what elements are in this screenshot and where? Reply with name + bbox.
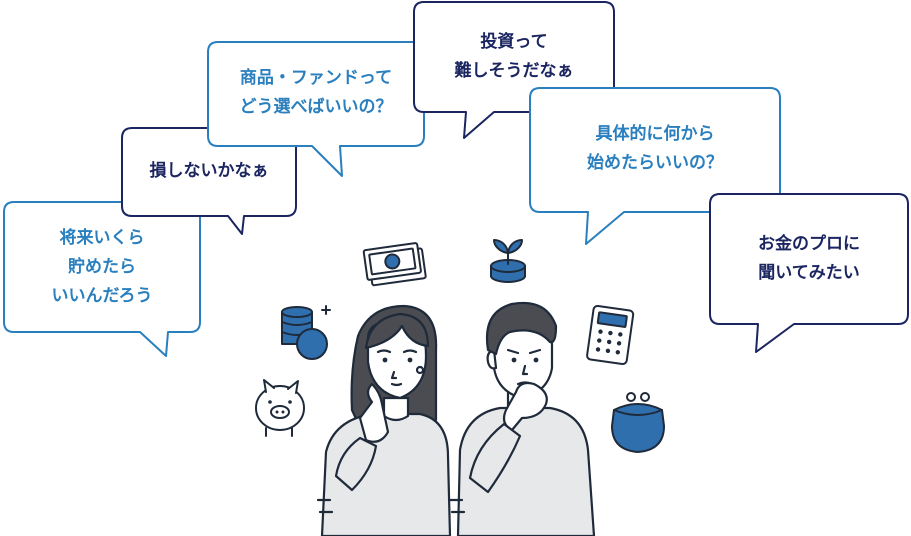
man-hair <box>485 301 558 356</box>
bubble-loss-text: 損しないかなぁ <box>149 161 269 181</box>
banknote-icon <box>362 242 427 287</box>
bubble-products-text: 商品・ファンドって どう選べばいいの？ <box>239 68 393 117</box>
coin-stack-icon <box>281 305 331 360</box>
calculator-icon <box>586 305 635 366</box>
bubble-difficult-text: 投資って 難しそうだなぁ <box>454 32 574 81</box>
man-figure <box>448 301 596 536</box>
bubble-expert <box>709 193 909 353</box>
bubble-expert-text: お金のプロに 聞いてみたい <box>758 234 860 283</box>
sprout-coin-icon <box>490 239 526 283</box>
piggy-bank-icon <box>255 379 305 437</box>
woman-figure <box>316 304 452 536</box>
bubble-savings-text: 将来いくら 貯めたら いいんだろう <box>51 228 153 306</box>
coin-purse-icon <box>611 392 665 453</box>
bubble-start-text: 具体的に何から 始めたらいいの？ <box>587 124 723 173</box>
